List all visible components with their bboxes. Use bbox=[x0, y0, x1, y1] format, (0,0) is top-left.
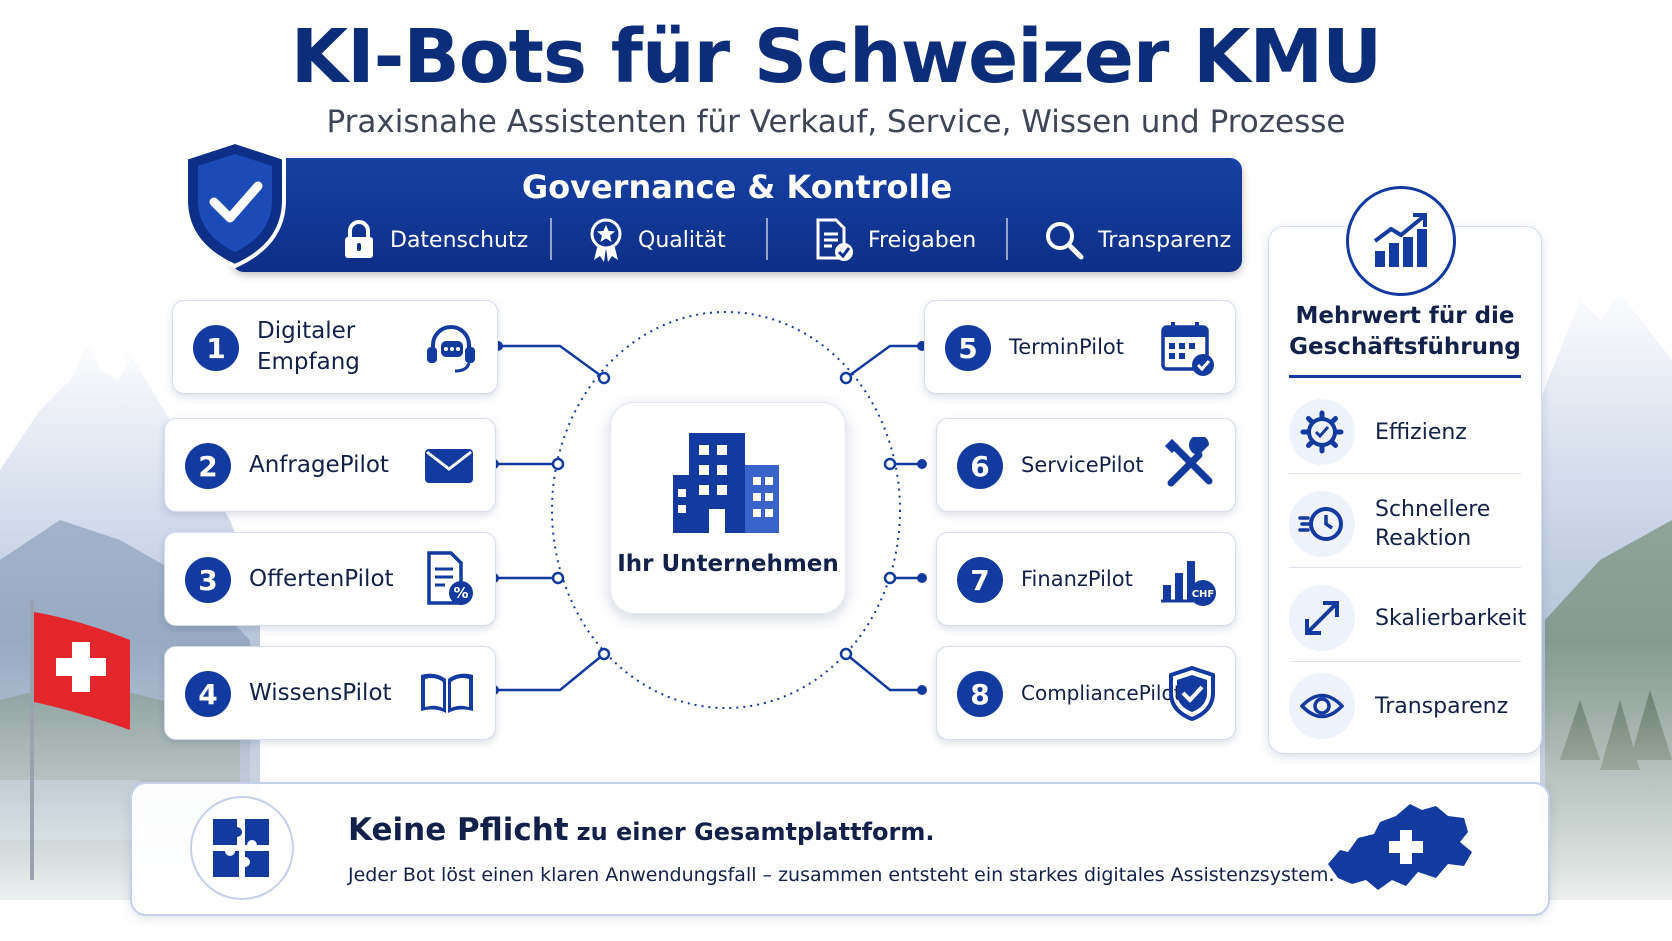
bot-number-badge: 6 bbox=[957, 443, 1003, 489]
bot-number-badge: 1 bbox=[193, 325, 239, 371]
document-check-icon bbox=[816, 218, 853, 261]
lock-icon bbox=[345, 220, 373, 258]
bot-label-line2: Empfang bbox=[257, 349, 360, 375]
bot-label: WissensPilot bbox=[249, 679, 392, 706]
governance-title: Governance & Kontrolle bbox=[521, 168, 953, 206]
bot-number-badge: 4 bbox=[185, 671, 231, 717]
governance-divider bbox=[1006, 218, 1008, 260]
page-title: KI-Bots für Schweizer KMU bbox=[290, 14, 1383, 100]
bot-number-badge: 2 bbox=[185, 443, 231, 489]
governance-item-label: Transparenz bbox=[1098, 227, 1232, 253]
center-label: Ihr Unternehmen bbox=[617, 551, 839, 577]
envelope-icon bbox=[425, 449, 473, 483]
bottom-description: Jeder Bot löst einen klaren Anwendungsfa… bbox=[348, 864, 1335, 886]
benefit-label: Transparenz bbox=[1375, 693, 1509, 719]
governance-banner: Governance & Kontrolle Datenschutz Quali… bbox=[232, 158, 1242, 272]
bot-card-compliancepilot[interactable]: 8 CompliancePilot bbox=[936, 646, 1236, 740]
calendar-check-icon bbox=[1161, 322, 1214, 376]
benefit-skalierbarkeit: Skalierbarkeit bbox=[1289, 575, 1526, 661]
bot-label-line1: Digitaler bbox=[257, 318, 356, 344]
swiss-map-icon bbox=[1328, 804, 1472, 890]
benefit-icon-circle bbox=[1289, 673, 1355, 739]
eye-icon bbox=[1300, 693, 1344, 719]
bottom-headline-emphasis: Keine Pflicht bbox=[348, 812, 569, 848]
growth-chart-icon-circle bbox=[1346, 186, 1456, 296]
bot-label: TerminPilot bbox=[1009, 334, 1124, 359]
benefits-panel: Mehrwert für die Geschäftsführung Effizi… bbox=[1268, 226, 1542, 754]
svg-text:CHF: CHF bbox=[1192, 589, 1215, 600]
magnifier-icon bbox=[1046, 222, 1084, 260]
benefit-icon-circle bbox=[1289, 585, 1355, 651]
svg-text:%: % bbox=[453, 584, 468, 602]
governance-item-datenschutz: Datenschutz bbox=[342, 220, 528, 260]
benefit-icon-circle bbox=[1289, 491, 1355, 557]
benefit-icon-circle bbox=[1289, 399, 1355, 465]
fast-clock-icon bbox=[1298, 507, 1343, 541]
bot-label: CompliancePilot bbox=[1021, 680, 1182, 705]
expand-arrow-icon bbox=[1305, 601, 1339, 635]
governance-divider bbox=[550, 218, 552, 260]
benefit-effizienz: Effizienz bbox=[1289, 389, 1521, 475]
bot-label: FinanzPilot bbox=[1021, 566, 1133, 591]
document-percent-icon: % bbox=[427, 551, 473, 605]
bot-label: AnfragePilot bbox=[249, 451, 389, 478]
bot-label: ServicePilot bbox=[1021, 452, 1144, 477]
bot-card-wissenspilot[interactable]: 4 WissensPilot bbox=[164, 646, 496, 740]
bot-label: OffertenPilot bbox=[249, 565, 394, 592]
benefit-divider bbox=[1289, 661, 1521, 662]
bottom-headline-rest: zu einer Gesamtplattform. bbox=[576, 818, 935, 846]
building-icon bbox=[673, 433, 779, 533]
benefit-label: Skalierbarkeit bbox=[1375, 605, 1527, 631]
governance-divider bbox=[766, 218, 768, 260]
growth-chart-icon bbox=[1373, 213, 1427, 267]
chart-chf-icon: CHF bbox=[1161, 561, 1216, 606]
governance-item-label: Freigaben bbox=[868, 227, 977, 253]
governance-item-label: Datenschutz bbox=[390, 227, 529, 253]
bot-number-badge: 5 bbox=[945, 325, 991, 371]
bot-number-badge: 3 bbox=[185, 557, 231, 603]
bot-card-finanzpilot[interactable]: 7 FinanzPilot CHF bbox=[936, 532, 1236, 626]
bot-card-terminpilot[interactable]: 5 TerminPilot bbox=[924, 300, 1236, 394]
governance-item-label: Qualität bbox=[638, 227, 726, 253]
governance-item-freigaben: Freigaben bbox=[814, 218, 977, 261]
panel-title-line2: Geschäftsführung bbox=[1289, 334, 1521, 360]
book-icon bbox=[421, 673, 473, 713]
award-icon bbox=[590, 218, 622, 262]
puzzle-icon-circle bbox=[190, 796, 294, 900]
bot-card-offertenpilot[interactable]: 3 OffertenPilot % bbox=[164, 532, 496, 626]
governance-item-transparenz: Transparenz bbox=[1044, 220, 1231, 260]
panel-title-line1: Mehrwert für die bbox=[1295, 303, 1515, 329]
bot-card-anfragepilot[interactable]: 2 AnfragePilot bbox=[164, 418, 496, 512]
swiss-flag-icon bbox=[34, 612, 130, 730]
page-subtitle: Praxisnahe Assistenten für Verkauf, Serv… bbox=[326, 104, 1346, 140]
panel-divider bbox=[1289, 375, 1521, 378]
tools-icon bbox=[1164, 437, 1213, 487]
puzzle-icon bbox=[213, 819, 269, 877]
benefit-divider bbox=[1289, 567, 1521, 568]
bot-number-badge: 7 bbox=[957, 557, 1003, 603]
shield-check-icon bbox=[1169, 665, 1215, 721]
benefit-divider bbox=[1289, 473, 1521, 474]
benefit-transparenz: Transparenz bbox=[1289, 663, 1521, 749]
center-company-box: Ihr Unternehmen bbox=[610, 402, 846, 614]
governance-item-qualitaet: Qualität bbox=[588, 218, 726, 262]
panel-title: Mehrwert für die Geschäftsführung bbox=[1269, 301, 1541, 363]
benefit-label: Effizienz bbox=[1375, 419, 1467, 445]
bot-number-badge: 8 bbox=[957, 671, 1003, 717]
bot-card-servicepilot[interactable]: 6 ServicePilot bbox=[936, 418, 1236, 512]
shield-check-icon bbox=[184, 139, 286, 268]
gear-check-icon bbox=[1300, 410, 1344, 454]
headset-icon bbox=[427, 325, 475, 373]
